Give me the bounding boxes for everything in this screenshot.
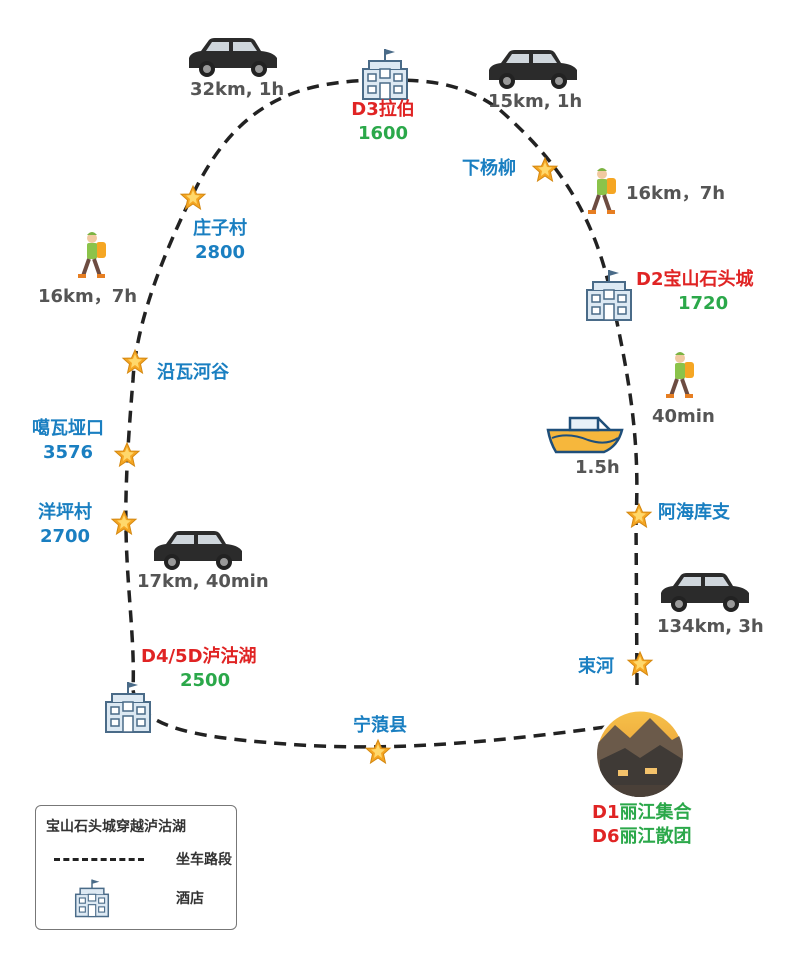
- segment-car-right-bottom: 134km, 3h: [657, 616, 764, 637]
- star-icon: [365, 739, 391, 764]
- car-icon: [661, 573, 749, 612]
- legend-route-sample: [54, 858, 144, 861]
- stop-yanwahegu: 沿瓦河谷: [157, 362, 229, 383]
- segment-hike-left: 16km，7h: [38, 286, 138, 307]
- stop-xiayangliu: 下杨柳: [462, 158, 516, 179]
- hotel-icon: [105, 681, 151, 733]
- stop-d6-day: D6: [592, 826, 620, 847]
- hotel-icon: [586, 269, 632, 321]
- stop-gawayakou-altitude: 3576: [42, 442, 94, 463]
- stop-d1: D1丽江集合: [592, 802, 692, 824]
- segment-hike-right-top: 16km，7h: [626, 183, 726, 204]
- stop-d1-day: D1: [592, 802, 620, 823]
- stop-ninglang: 宁蒗县: [353, 715, 407, 736]
- star-icon: [532, 157, 558, 182]
- stop-zhuangzicun-altitude: 2800: [194, 242, 246, 263]
- hotel-icon: [362, 48, 408, 100]
- stop-yangpingcun-name: 洋坪村: [38, 502, 92, 523]
- stop-d3-altitude: 1600: [357, 123, 409, 144]
- legend-drive-label: 坐车路段: [176, 852, 232, 868]
- legend-title: 宝山石头城穿越泸沽湖: [46, 819, 186, 835]
- star-icon: [626, 503, 652, 528]
- star-icon: [627, 651, 653, 676]
- boat-icon: [546, 416, 624, 454]
- route-line: [124, 78, 639, 749]
- stop-d3-name: D3拉伯: [351, 99, 415, 120]
- segment-car-top-left: 32km, 1h: [190, 79, 285, 100]
- star-icon: [180, 185, 206, 210]
- hotel-icon: [74, 878, 110, 918]
- stop-yangpingcun-altitude: 2700: [39, 526, 91, 547]
- stop-d45-name: D4/5D泸沽湖: [141, 646, 257, 667]
- stop-d45-altitude: 2500: [180, 670, 231, 691]
- segment-hike-right-mid: 40min: [652, 406, 715, 427]
- stop-d2-altitude: 1720: [678, 293, 729, 314]
- stop-shuhe: 束河: [578, 656, 614, 677]
- stop-ahaikuzhi: 阿海库支: [658, 502, 730, 523]
- segment-car-top-right: 15km, 1h: [488, 91, 583, 112]
- star-icon: [111, 510, 137, 535]
- town-photo: [594, 708, 686, 800]
- map-legend: 宝山石头城穿越泸沽湖 坐车路段 酒店: [35, 805, 237, 930]
- legend-hotel-label: 酒店: [176, 891, 204, 907]
- segment-car-left-bottom: 17km, 40min: [137, 571, 269, 592]
- car-icon: [489, 50, 577, 89]
- car-icon: [154, 531, 242, 570]
- stop-zhuangzicun-name: 庄子村: [193, 218, 247, 239]
- stop-d6: D6丽江散团: [592, 826, 692, 848]
- star-icon: [122, 349, 148, 374]
- segment-boat: 1.5h: [575, 457, 620, 478]
- stop-d2-name: D2宝山石头城: [636, 269, 754, 290]
- stop-d1-name: 丽江集合: [619, 802, 692, 823]
- car-icon: [189, 38, 277, 77]
- hiker-icon: [664, 350, 696, 400]
- hiker-icon: [76, 230, 108, 280]
- hiker-icon: [586, 166, 618, 216]
- stop-gawayakou-name: 噶瓦垭口: [32, 418, 104, 439]
- stop-d6-name: 丽江散团: [619, 826, 692, 847]
